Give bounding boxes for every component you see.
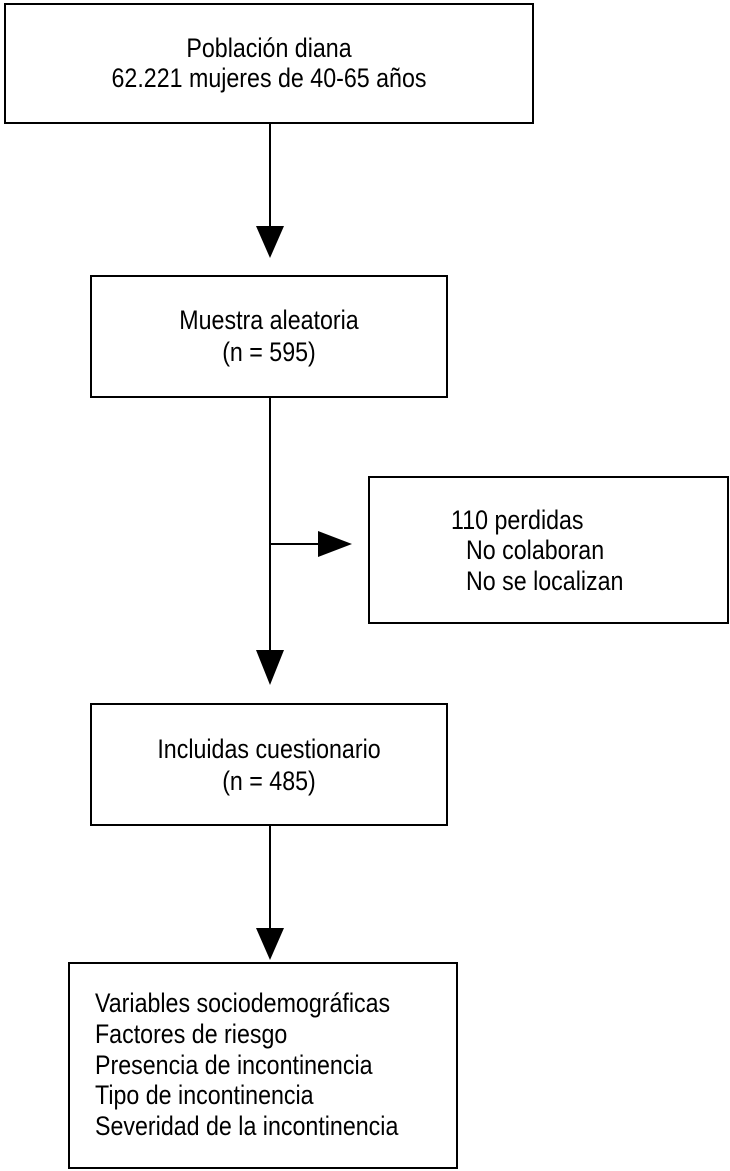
- arrowhead-to-included: [256, 650, 284, 685]
- arrowhead-to-lost: [318, 531, 352, 557]
- population-detail: 62.221 mujeres de 40-65 años: [111, 63, 427, 93]
- lost-reason-no-se-localizan: No se localizan: [466, 566, 624, 596]
- sample-count: (n = 595): [222, 337, 316, 367]
- included-box: Incluidas cuestionario (n = 485): [90, 703, 448, 826]
- variable-incontinence-severity: Severidad de la incontinencia: [95, 1111, 399, 1141]
- variable-incontinence-type: Tipo de incontinencia: [95, 1080, 314, 1110]
- arrowhead-to-variables: [256, 928, 284, 960]
- included-title: Incluidas cuestionario: [157, 734, 381, 764]
- variables-box: Variables sociodemográficas Factores de …: [68, 962, 458, 1169]
- sample-box: Muestra aleatoria (n = 595): [90, 275, 448, 398]
- variable-sociodemographic: Variables sociodemográficas: [95, 988, 391, 1018]
- lost-reason-no-colaboran: No colaboran: [466, 535, 605, 565]
- arrowhead-to-sample: [256, 226, 284, 258]
- variable-risk-factors: Factores de riesgo: [95, 1019, 288, 1049]
- sample-title: Muestra aleatoria: [179, 305, 359, 335]
- included-count: (n = 485): [222, 766, 316, 796]
- lost-box: 110 perdidas No colaboran No se localiza…: [368, 476, 729, 624]
- population-box: Población diana 62.221 mujeres de 40-65 …: [4, 3, 534, 124]
- lost-title: 110 perdidas: [451, 505, 584, 535]
- variable-incontinence-presence: Presencia de incontinencia: [95, 1050, 373, 1080]
- population-title: Población diana: [186, 33, 352, 63]
